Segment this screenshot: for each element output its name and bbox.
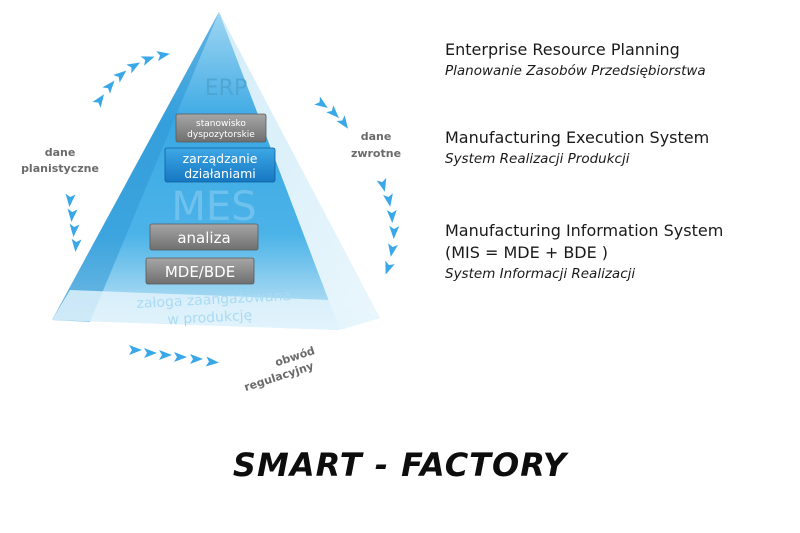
layer-mdebde-button	[145, 257, 255, 285]
cycle-arrow-icon	[156, 51, 170, 61]
cycle-arrow-icon	[67, 208, 78, 222]
cycle-arrow-icon	[326, 105, 339, 118]
cycle-arrow-icon	[71, 238, 82, 252]
cycle-arrow-icon	[92, 94, 105, 108]
footer-title: SMART - FACTORY	[232, 446, 568, 484]
cycle-arrow-icon	[376, 177, 387, 192]
cycle-right-line1: dane	[361, 130, 392, 143]
cycle-arrow-icon	[159, 350, 172, 360]
cycle-arrow-icon	[383, 193, 393, 207]
layer-analysis-label: analiza	[177, 229, 230, 247]
layer-dispatch-line2: dyspozytorskie	[187, 130, 255, 140]
legend-mis-subtitle: System Informacji Realizacji	[445, 266, 636, 282]
cycle-arrow-icon	[314, 96, 328, 109]
cycle-arrow-icon	[385, 260, 395, 275]
cycle-arrow-icon	[144, 348, 157, 358]
cycle-arrow-icon	[386, 209, 397, 223]
cycle-arrow-icon	[113, 70, 127, 83]
legend-mis-title: Manufacturing Information System	[445, 221, 724, 240]
cycle-arrow-icon	[126, 62, 141, 74]
cycle-arrow-icon	[389, 225, 400, 239]
legend-mis: Manufacturing Information System (MIS = …	[445, 220, 723, 284]
base-line2: w produkcję	[167, 308, 253, 328]
legend-erp-subtitle: Planowanie Zasobów Przedsiębiorstwa	[445, 63, 706, 79]
erp-label: ERP	[205, 76, 247, 101]
layer-management-button	[164, 147, 276, 183]
cycle-arrow-icon	[205, 356, 219, 367]
pyramid-left-shade	[52, 12, 219, 322]
layer-mdebde-label: MDE/BDE	[165, 263, 235, 281]
pyramid-base-glow	[52, 290, 380, 330]
cycle-left-line2: planistyczne	[21, 162, 99, 175]
cycle-arrow-icon	[69, 223, 80, 237]
cycle-arrow-icon	[129, 345, 142, 355]
layer-dispatch-line1: stanowisko	[196, 119, 246, 129]
layer-analysis-button	[149, 223, 259, 251]
legend-erp: Enterprise Resource Planning Planowanie …	[445, 39, 706, 81]
cycle-arrow-icon	[140, 56, 155, 66]
cycle-arrow-icon	[102, 80, 115, 94]
legend-mes: Manufacturing Execution System System Re…	[445, 127, 709, 169]
mes-label: MES	[171, 184, 256, 230]
layer-management-line2: działaniami	[184, 166, 256, 181]
layer-dispatch-button	[175, 113, 267, 143]
cycle-arrow-icon	[388, 243, 398, 257]
layer-management-line1: zarządzanie	[183, 151, 258, 166]
cycle-arrow-icon	[336, 115, 349, 129]
legend-mis-formula: (MIS = MDE + BDE )	[445, 243, 609, 262]
legend-mes-subtitle: System Realizacji Produkcji	[445, 151, 630, 167]
pyramid-right-face	[219, 12, 380, 330]
cycle-arrow-icon	[190, 354, 203, 364]
cycle-arrows	[65, 51, 400, 367]
cycle-left-line1: dane	[45, 146, 76, 159]
legend-erp-title: Enterprise Resource Planning	[445, 40, 680, 59]
cycle-arrow-icon	[174, 352, 187, 362]
cycle-right-line2: zwrotne	[351, 147, 401, 160]
cycle-arrow-icon	[65, 193, 76, 207]
legend-mes-title: Manufacturing Execution System	[445, 128, 710, 147]
